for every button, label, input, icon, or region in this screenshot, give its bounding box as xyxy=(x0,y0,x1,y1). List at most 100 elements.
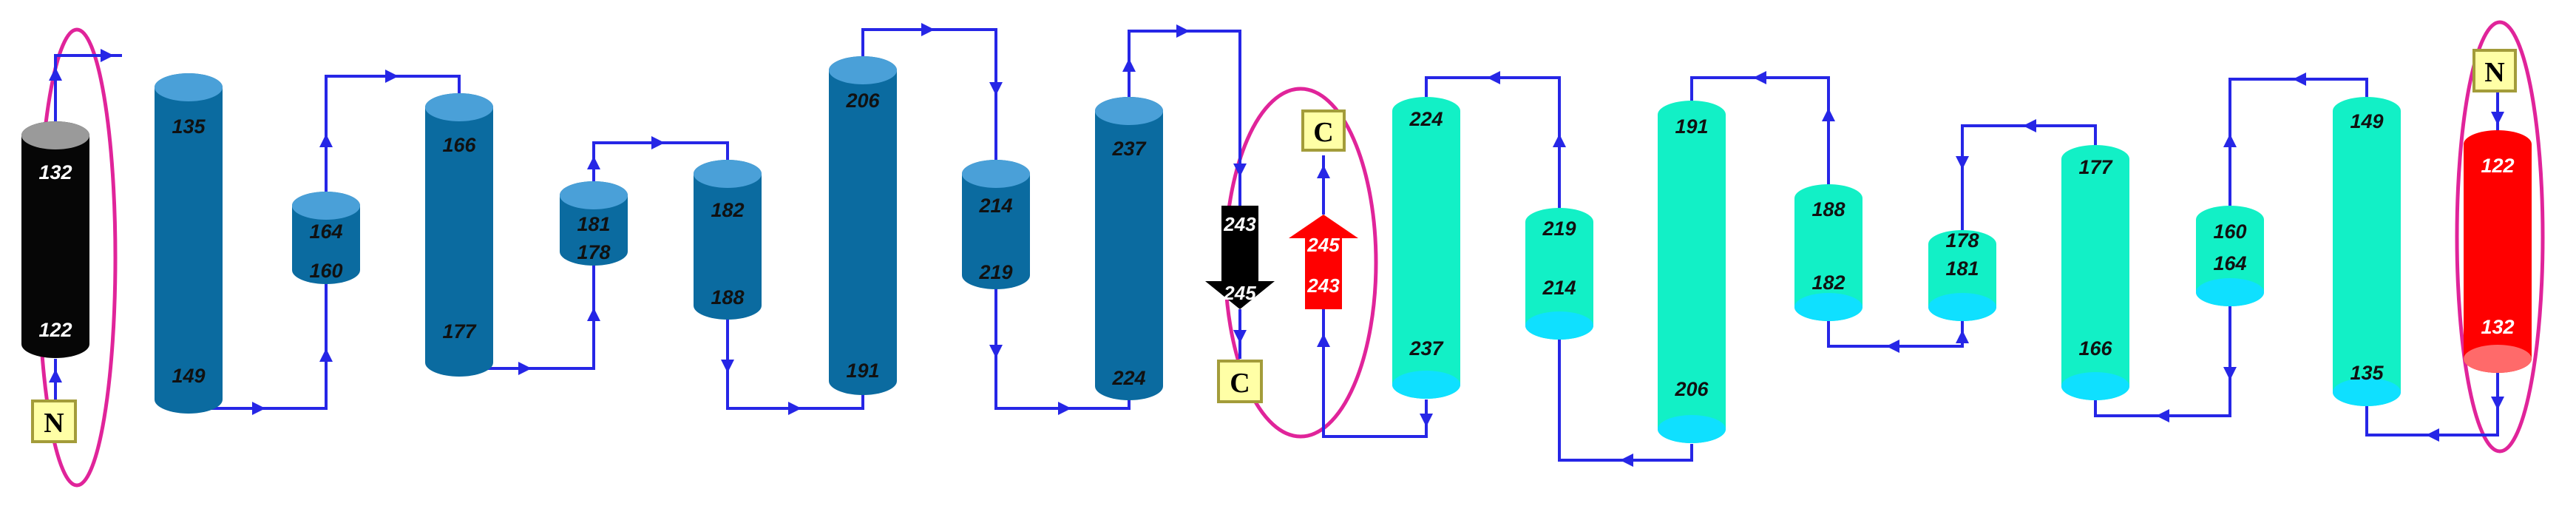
terminus-left-n: N xyxy=(31,400,77,443)
terminus-box xyxy=(1301,109,1346,152)
helix-bottom-label: 214 xyxy=(1542,277,1576,299)
helix-top-label: 206 xyxy=(845,90,880,112)
helix-body xyxy=(962,160,1030,289)
loop-arrow xyxy=(319,348,333,362)
helix-bottom-label: 191 xyxy=(846,360,879,382)
loop-arrow xyxy=(1058,402,1071,415)
loop-arrow xyxy=(1176,24,1190,38)
helix-bottom-label: 122 xyxy=(38,319,72,341)
helix-cap xyxy=(962,160,1030,188)
helix-bottom-label: 182 xyxy=(1811,272,1845,294)
helix-right-4: 188 182 xyxy=(1794,184,1862,321)
helix-body xyxy=(1658,101,1726,443)
strand-top-label: 243 xyxy=(1223,213,1256,235)
helix-body xyxy=(2464,130,2532,373)
loop-arrow xyxy=(1753,71,1766,84)
loop-arrow xyxy=(1956,330,1969,343)
helix-cap xyxy=(2333,378,2401,406)
terminus-box xyxy=(31,400,77,443)
loop-arrow xyxy=(101,49,114,62)
terminus-right-n: N xyxy=(2472,49,2517,92)
helix-body xyxy=(155,73,223,414)
helix-body xyxy=(21,121,89,358)
loop-arrow xyxy=(2223,367,2237,380)
helix-bottom-label: 224 xyxy=(1111,367,1145,389)
loop-arrow xyxy=(2426,428,2439,442)
helix-bottom-label: 164 xyxy=(2213,252,2246,274)
loop-arrow xyxy=(2156,409,2169,422)
loop-arrow xyxy=(721,360,734,373)
loop-arrow xyxy=(1233,330,1247,343)
loop-arrow xyxy=(1233,164,1247,177)
helix-top-label: 188 xyxy=(1811,198,1845,220)
helix-cap xyxy=(2196,278,2264,306)
loop-arrow xyxy=(252,402,265,415)
highlight-ellipse-right xyxy=(2455,20,2545,454)
helix-bottom-label: 237 xyxy=(1409,337,1444,360)
helix-top-label: 177 xyxy=(2078,156,2113,178)
loop-arrow xyxy=(385,70,399,83)
helix-top-label: 219 xyxy=(1542,218,1576,240)
loop-arrow xyxy=(2293,73,2306,86)
terminus-left-c: C xyxy=(1217,360,1263,403)
strand-top-label: 245 xyxy=(1306,234,1340,256)
helix-cap xyxy=(292,192,360,220)
loop-arrow xyxy=(1122,58,1136,72)
loop-arrow xyxy=(319,134,333,147)
helix-bottom-label: 206 xyxy=(1674,378,1709,400)
loop-arrow xyxy=(788,402,801,415)
helix-cap xyxy=(155,73,223,101)
terminus-right-c: C xyxy=(1301,109,1346,152)
loop-arrow xyxy=(1317,334,1330,347)
loop-connections xyxy=(49,23,2504,467)
terminus-label: C xyxy=(1230,368,1250,399)
loop-arrow xyxy=(651,136,665,149)
helix-body xyxy=(2333,97,2401,406)
strand-bottom-label: 243 xyxy=(1306,274,1340,297)
terminus-box xyxy=(1217,360,1263,403)
helix-right-8: 149 135 xyxy=(2333,97,2401,406)
strand-arrow xyxy=(1289,215,1358,309)
helix-right-1: 224 237 xyxy=(1392,97,1460,399)
helix-bottom-label: 166 xyxy=(2078,337,2112,360)
loop-arrow xyxy=(518,362,532,375)
loop-1 xyxy=(54,54,120,133)
terminus-label: C xyxy=(1313,117,1333,148)
loop-arrow xyxy=(1420,414,1433,427)
helix-top-label: 181 xyxy=(577,213,610,235)
helix-top-label: 182 xyxy=(711,199,744,221)
helix-body xyxy=(1525,208,1593,340)
helix-bottom-label: 135 xyxy=(2350,362,2384,384)
loop-arrow xyxy=(587,156,600,169)
helix-bottom-label: 149 xyxy=(172,365,205,387)
loop-arrow xyxy=(989,345,1003,358)
helix-cap xyxy=(1928,293,1996,321)
helix-cap xyxy=(560,181,628,209)
helix-bottom-label: 178 xyxy=(577,241,610,263)
helix-top-label: 224 xyxy=(1409,108,1443,130)
loop-arrow xyxy=(1822,108,1835,121)
helix-body xyxy=(694,160,762,320)
helix-right-6: 177 166 xyxy=(2061,145,2129,400)
terminus-box xyxy=(2472,49,2517,92)
loop-arrow xyxy=(1317,165,1330,178)
helix-top-label: 149 xyxy=(2350,110,2383,132)
loop-arrow xyxy=(2491,397,2504,410)
terminus-label: N xyxy=(44,408,64,439)
helix-right-2: 219 214 xyxy=(1525,208,1593,340)
helix-top-label: 164 xyxy=(309,220,342,243)
helix-top-label: 160 xyxy=(2213,220,2246,243)
helix-top-label: 191 xyxy=(1675,115,1708,138)
helix-top-label: 166 xyxy=(442,134,476,156)
helix-cap xyxy=(2061,372,2129,400)
helix-top-label: 178 xyxy=(1945,229,1979,252)
loop-arrow xyxy=(49,369,62,382)
